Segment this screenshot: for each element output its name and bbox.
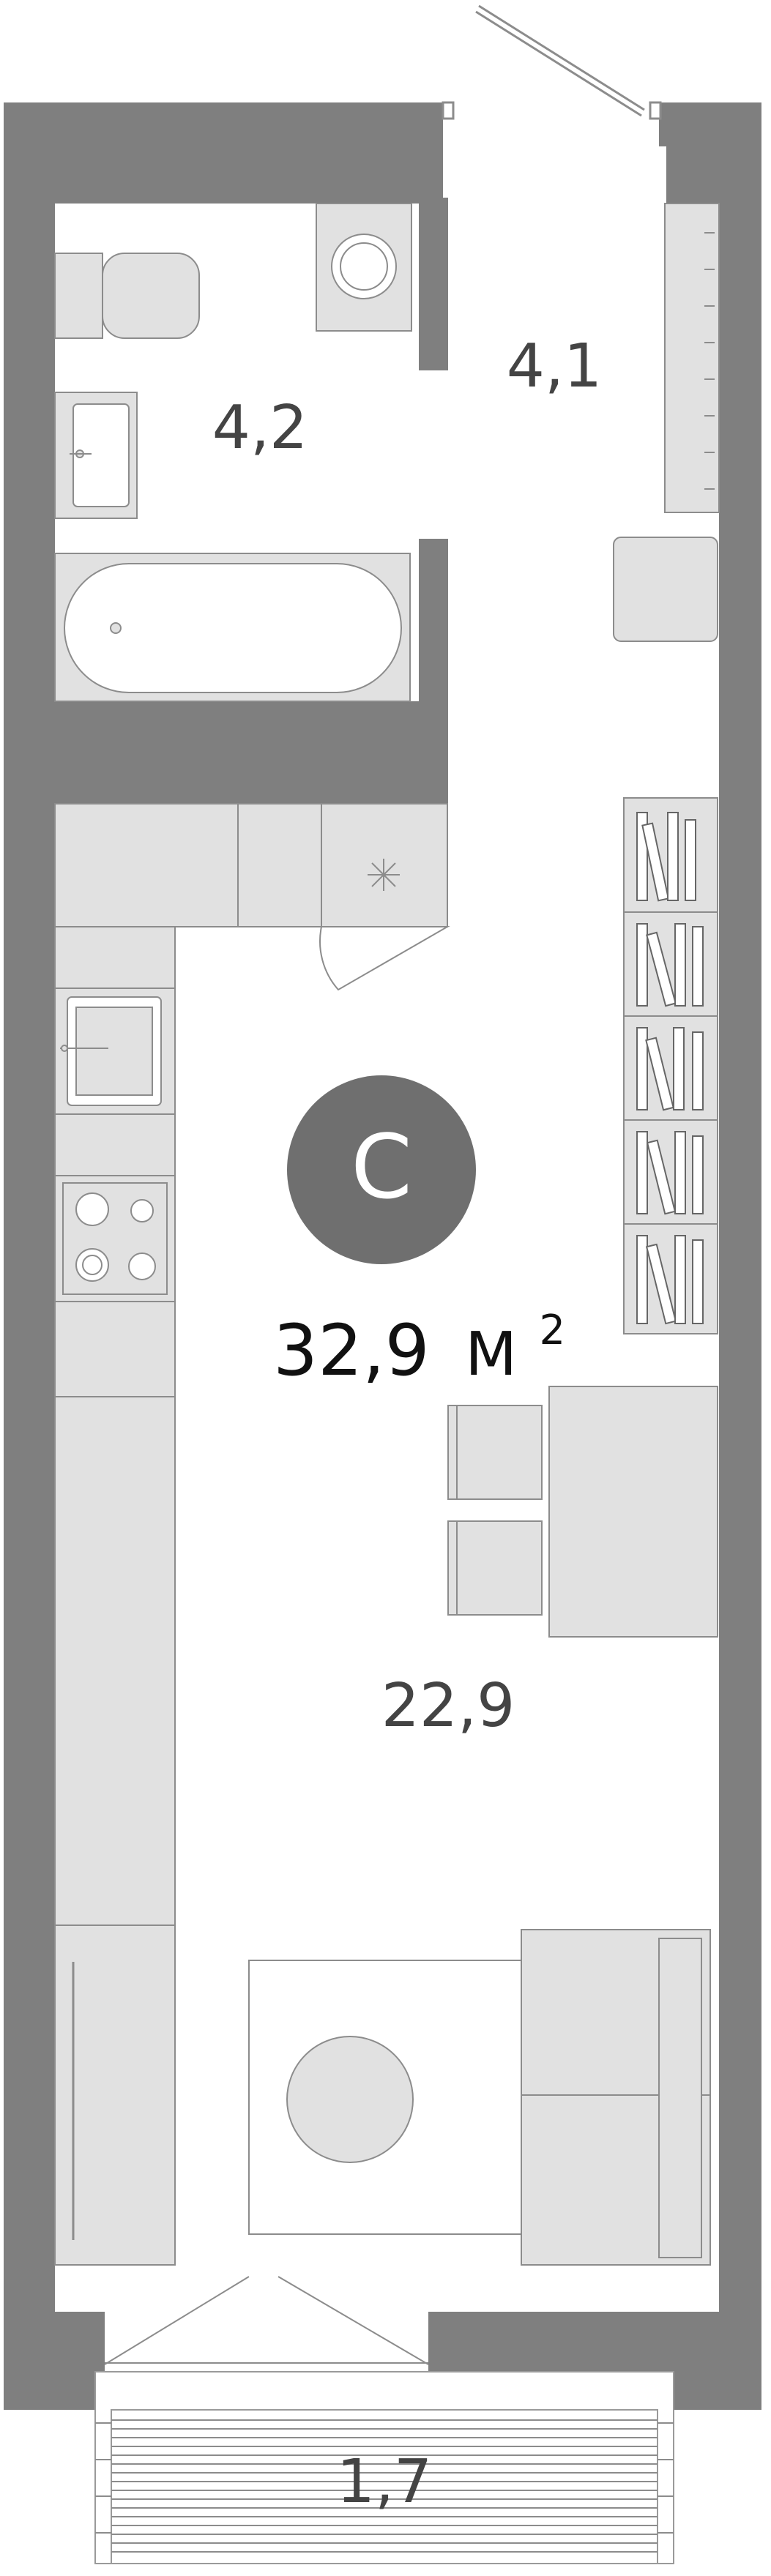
kitchen-counter-left-1 (54, 926, 176, 989)
wall-top-left (4, 102, 443, 204)
chair-icon (447, 1405, 543, 1500)
chair-icon (447, 1520, 543, 1616)
kitchen-counter-top-left (54, 803, 239, 927)
labels: С 32,9 М 2 4,2 4,1 22,9 1,7 (212, 332, 602, 2517)
dining-table (548, 1386, 718, 1638)
hallway-fixtures (613, 203, 720, 642)
fridge-door-swing (319, 926, 450, 991)
room-area-bathroom: 4,2 (212, 393, 308, 463)
balcony-inner-frame (111, 2409, 658, 2564)
toilet-icon (54, 253, 200, 339)
kitchen-counter-left-2 (54, 1113, 176, 1176)
dining-set (447, 1386, 718, 1638)
wardrobe-icon (664, 203, 720, 513)
sleeping-area (248, 1929, 711, 2266)
kitchen-sink-icon (54, 988, 176, 1115)
pouf-icon (613, 537, 718, 642)
wall-left-outer (4, 102, 55, 2410)
sofa-bed-icon (521, 1929, 711, 2266)
balcony-railing-left (95, 2422, 111, 2534)
entrance-door-leaf (478, 4, 645, 111)
kitchen-counter-left-3 (54, 1301, 176, 1397)
balcony-slats (111, 2419, 658, 2553)
wall-bath-bottom (4, 701, 448, 804)
unit-type-badge-text: С (351, 1117, 412, 1219)
sink-icon (54, 392, 138, 519)
entrance-door-hinge-left (442, 101, 455, 120)
balcony (94, 2276, 674, 2564)
kitchen (54, 803, 450, 2266)
unit-type-badge (287, 1075, 476, 1264)
round-table-icon (286, 2036, 414, 2163)
walls (4, 102, 761, 2410)
entrance-door (442, 4, 662, 120)
balcony-railing-right (658, 2422, 674, 2534)
total-area-value: 32,9 (273, 1310, 430, 1392)
cooktop-icon (54, 1175, 176, 1302)
bathtub-icon (54, 553, 411, 702)
washing-machine-icon (316, 203, 412, 332)
total-area: 32,9 М 2 (273, 1307, 565, 1392)
total-area-unit: М (465, 1320, 517, 1389)
bathroom-fixtures (54, 203, 412, 702)
wall-bath-partition-upper (419, 198, 448, 370)
kitchen-counter-left-4 (54, 1396, 176, 1926)
entrance-door-leaf-inner (475, 10, 642, 117)
wall-bottom-left (4, 2312, 105, 2410)
floor-entry-gap (659, 146, 666, 204)
bookshelf-icon (623, 797, 718, 1334)
room-area-living: 22,9 (381, 1671, 515, 1741)
kitchen-counter-top-mid (237, 803, 322, 927)
fridge-icon (321, 803, 448, 927)
room-area-balcony: 1,7 (337, 2447, 432, 2517)
kitchen-cabinet-tall (54, 1924, 176, 2266)
total-area-unit-power: 2 (540, 1307, 566, 1354)
wall-right-outer (719, 102, 761, 2410)
room-area-hallway: 4,1 (507, 332, 602, 401)
entrance-door-hinge-right (649, 101, 662, 120)
